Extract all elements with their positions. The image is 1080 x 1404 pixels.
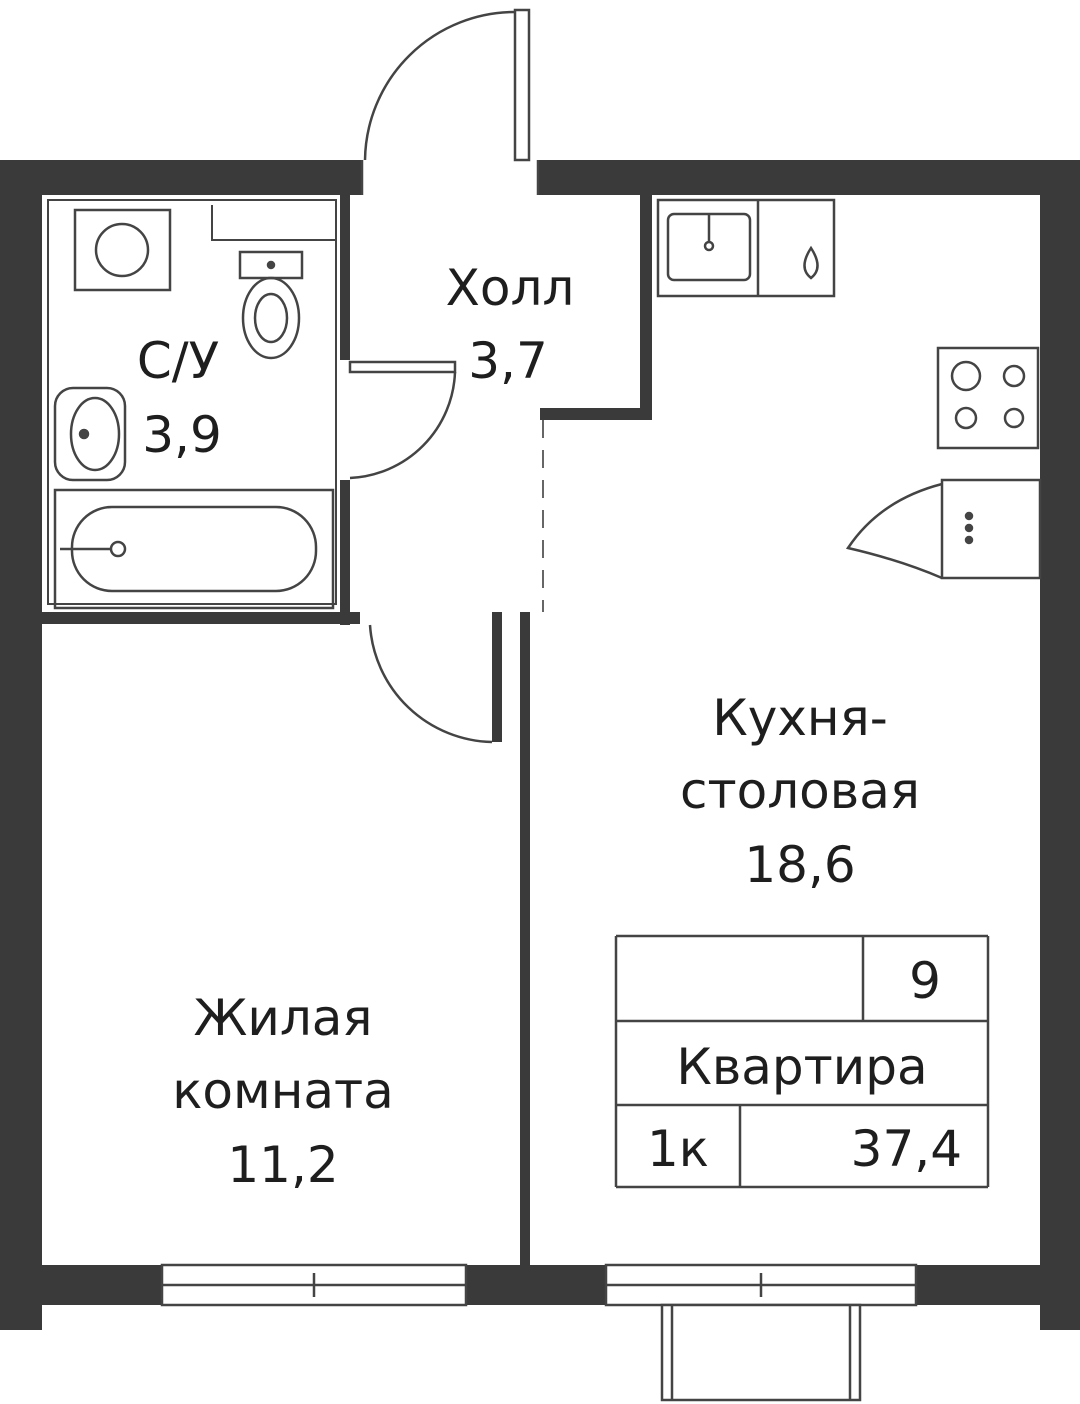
kitchen-name-line2: столовая [680, 762, 920, 820]
stamp-apartment-number: 9 [909, 952, 941, 1010]
stove [936, 346, 1040, 450]
walls [0, 160, 1080, 1330]
living-door-arc [368, 624, 493, 744]
apartment-stamp [614, 934, 990, 1189]
kitchen-area: 18,6 [744, 836, 855, 894]
door-leaf [513, 8, 531, 162]
partition-bath-right-upper [340, 195, 350, 360]
door-swing-arc [363, 10, 516, 161]
entrance-door [360, 8, 540, 195]
partition-bath-right-lower [340, 480, 350, 625]
stamp-title: Квартира [676, 1038, 927, 1096]
wall-top-right [538, 160, 1080, 195]
bath-door-arc [349, 371, 457, 480]
wall-top-left [0, 160, 362, 195]
wall-bottom-2 [466, 1265, 606, 1305]
living-door [368, 624, 493, 744]
bath-sink [53, 386, 127, 482]
stamp-rooms: 1к [647, 1120, 709, 1178]
bathroom-name: С/У [137, 332, 219, 390]
bathroom-fixtures [53, 208, 335, 610]
partition-bath-bottom [36, 612, 360, 624]
bathroom-area: 3,9 [142, 406, 222, 464]
bath-door-leaf [348, 360, 457, 374]
balcony-door [660, 1303, 862, 1402]
wall-bottom-1 [0, 1265, 162, 1305]
partition-stub [492, 612, 502, 742]
wall-bottom-3 [916, 1265, 1080, 1305]
partitions [36, 195, 652, 1267]
toilet [238, 250, 304, 360]
living-name-line2: комната [172, 1062, 394, 1120]
fridge [845, 478, 1042, 580]
wall-inner-lines [47, 199, 337, 605]
hall-name: Холл [446, 259, 575, 317]
living-area: 11,2 [227, 1136, 338, 1194]
washing-machine-drum [94, 222, 150, 278]
water-drop-icon [803, 245, 819, 280]
partition-living-kitchen [520, 612, 530, 1267]
living-name-line1: Жилая [193, 989, 372, 1047]
washing-machine [73, 208, 172, 292]
wall-left [0, 160, 42, 1330]
kitchen-name-line1: Кухня- [712, 689, 888, 747]
kitchen-counter [656, 198, 836, 298]
partition-hall-kitchen-h [540, 408, 652, 420]
wall-right [1040, 160, 1080, 1330]
kitchen-fixtures [656, 198, 1042, 580]
hall-area: 3,7 [468, 332, 548, 390]
bathroom-door [348, 360, 457, 480]
windows [160, 1263, 918, 1402]
bathtub [53, 488, 335, 610]
stamp-total-area: 37,4 [851, 1120, 962, 1178]
partition-hall-kitchen-v [640, 195, 652, 420]
room-labels: С/У 3,9 Холл 3,7 Кухня- столовая 18,6 Жи… [137, 259, 920, 1194]
